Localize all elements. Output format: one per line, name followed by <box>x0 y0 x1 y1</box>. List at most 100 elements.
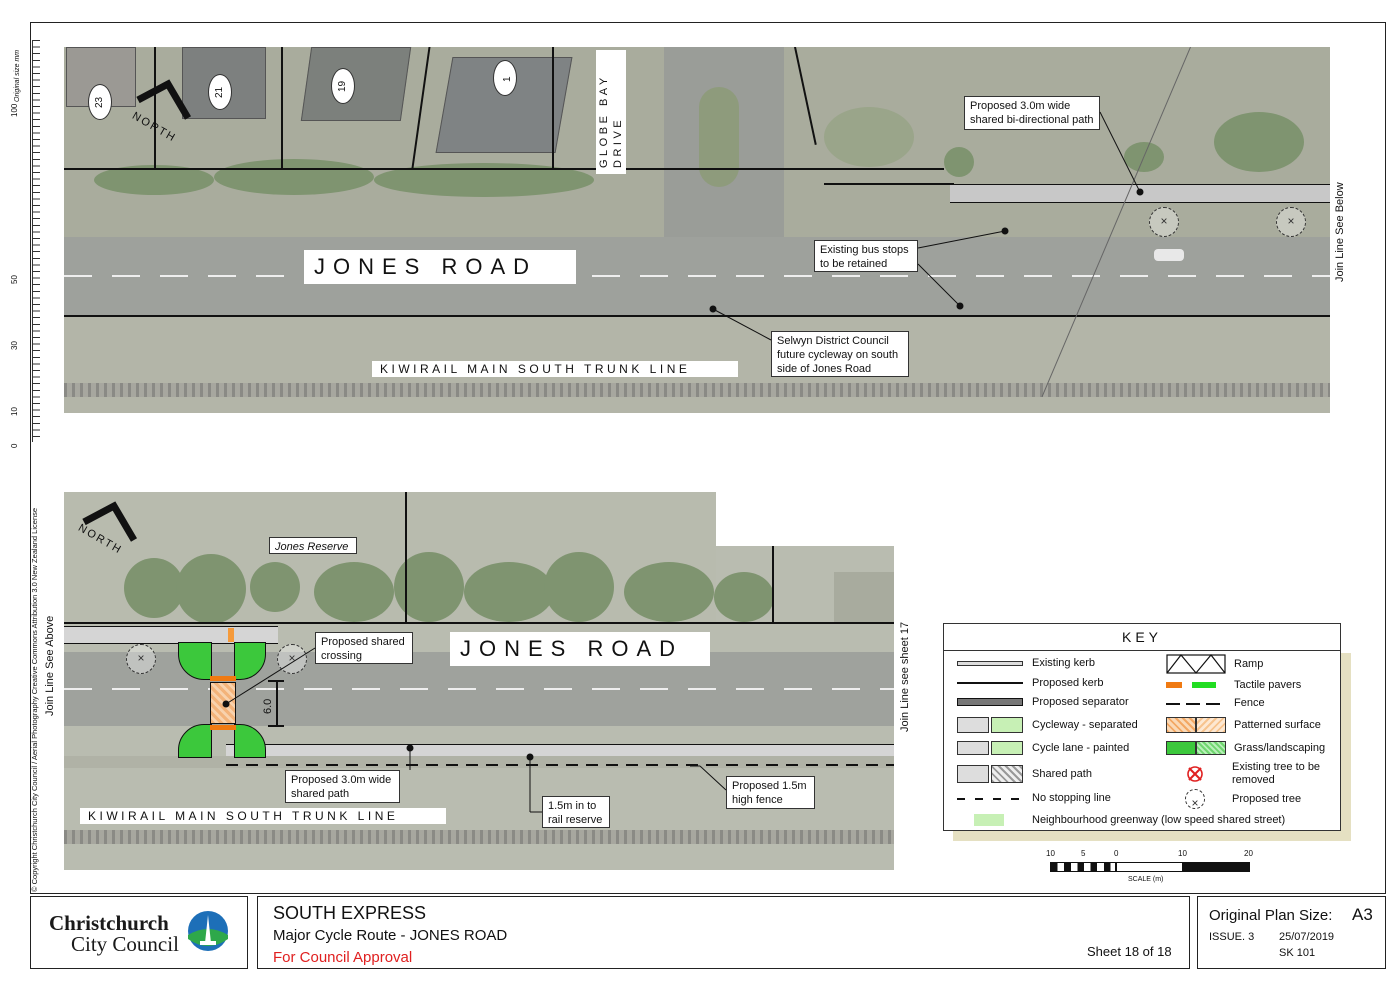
council-logo-icon <box>188 911 228 951</box>
house-number-badge: 1 <box>493 60 517 96</box>
tactile-pavers <box>210 725 236 730</box>
proposed-tree-icon <box>1149 207 1179 237</box>
logo-line2: City Council <box>71 932 179 956</box>
swatch-grass-dotted <box>1196 741 1226 755</box>
project-status: For Council Approval <box>273 949 413 966</box>
key-item: Proposed kerb <box>1032 677 1104 689</box>
drawing-code: SK 101 <box>1279 947 1316 959</box>
key-item: Proposed tree <box>1232 793 1302 805</box>
issue-date: 25/07/2019 <box>1279 931 1335 943</box>
house-number-badge: 19 <box>331 68 355 104</box>
key-item: Tactile pavers <box>1234 679 1302 691</box>
callout-bus-stops: Existing bus stops to be retained <box>814 240 918 272</box>
swatch-fence <box>1166 703 1226 705</box>
north-arrow-icon <box>136 79 192 120</box>
ruler-tick-30: 30 <box>10 341 19 350</box>
patterned-crossing <box>210 682 236 724</box>
swatch-grass-solid <box>1166 741 1196 755</box>
key-item: Shared path <box>1032 768 1092 780</box>
project-title: SOUTH EXPRESS <box>273 903 427 923</box>
callout-rail-reserve: 1.5m in to rail reserve <box>542 796 610 828</box>
dimension-label: 6.0 <box>262 698 274 714</box>
rail-track <box>64 383 1330 397</box>
key-item: Existing kerb <box>1032 657 1095 669</box>
project-block: SOUTH EXPRESS Major Cycle Route - JONES … <box>257 896 1190 969</box>
callout-shared-path-bottom: Proposed 3.0m wide shared path <box>285 770 400 803</box>
key-item: Neighbourhood greenway (low speed shared… <box>1032 814 1286 826</box>
swatch-cycle-lane-green <box>991 741 1023 755</box>
swatch-cycle-lane <box>957 741 989 755</box>
swatch-existing-kerb <box>957 661 1023 666</box>
swatch-shared-path-hatched <box>991 765 1023 783</box>
rail-label-bottom: KIWIRAIL MAIN SOUTH TRUNK LINE <box>80 808 446 824</box>
grass-island <box>178 642 212 680</box>
key-item: Existing tree to be removed <box>1232 761 1321 786</box>
scale-tick: 10 <box>1178 849 1187 858</box>
road-name-bottom: JONES ROAD <box>450 632 710 666</box>
grass-island <box>178 724 212 758</box>
proposed-tree-icon <box>1276 207 1306 237</box>
join-line-top: Join Line See Below <box>1334 182 1346 282</box>
swatch-patterned-orange <box>1166 717 1196 733</box>
join-line-left: Join Line See Above <box>44 615 56 716</box>
issue-number: ISSUE. 3 <box>1209 931 1255 943</box>
top-plan-aerial <box>64 47 1330 413</box>
key-item: Proposed separator <box>1032 696 1129 708</box>
key-item: Cycleway - separated <box>1032 719 1138 731</box>
tactile-pavers <box>210 676 236 681</box>
ruler-tick-100: 100 <box>10 103 19 117</box>
swatch-shared-path <box>957 765 989 783</box>
rail-label-top: KIWIRAIL MAIN SOUTH TRUNK LINE <box>372 361 738 377</box>
key-title: KEY <box>944 624 1340 651</box>
sheet-number: Sheet 18 of 18 <box>1087 944 1172 959</box>
ruler-tick-0: 0 <box>10 443 19 448</box>
house-19 <box>300 47 412 121</box>
rail-track-bottom <box>64 830 894 844</box>
project-subtitle: Major Cycle Route - JONES ROAD <box>273 927 508 944</box>
scale-tick: 10 <box>1046 849 1055 858</box>
side-ruler <box>26 40 40 442</box>
reserve-label: Jones Reserve <box>269 537 357 554</box>
road-name-top: JONES ROAD <box>304 250 576 284</box>
drawing-frame <box>30 22 1386 894</box>
swatch-patterned-light <box>1196 717 1226 733</box>
key-item: Grass/landscaping <box>1234 742 1326 754</box>
swatch-no-stopping <box>957 798 1023 800</box>
ruler-tick-10: 10 <box>10 407 19 416</box>
swatch-cycleway-separated-green <box>991 717 1023 733</box>
scale-label: SCALE (m) <box>1128 876 1164 883</box>
proposed-shared-path <box>950 184 1330 203</box>
scale-tick: 0 <box>1114 849 1119 858</box>
proposed-tree-icon <box>1185 789 1205 810</box>
grass-island <box>234 724 266 758</box>
key-item: Fence <box>1234 697 1265 709</box>
proposed-fence-line <box>226 764 894 766</box>
street-label-globe-bay: GLOBE BAY DRIVE <box>596 50 626 174</box>
key-item: Patterned surface <box>1234 719 1321 731</box>
north-arrow-icon <box>82 501 138 542</box>
logo-line1: Christchurch <box>49 911 169 935</box>
logo-block: Christchurch City Council <box>30 896 248 969</box>
swatch-cycleway-separated <box>957 717 989 733</box>
plan-size-value: A3 <box>1352 905 1373 924</box>
house-number-badge: 21 <box>208 74 232 110</box>
ramp-icon <box>1166 654 1226 674</box>
callout-shared-path: Proposed 3.0m wide shared bi-directional… <box>964 96 1100 130</box>
join-line-right: Join Line see sheet 17 <box>899 621 911 732</box>
swatch-greenway <box>974 814 1004 826</box>
proposed-tree-icon <box>277 644 307 674</box>
scale-bar <box>1050 862 1250 872</box>
house-number-badge: 23 <box>88 84 112 120</box>
ruler-title: Original size mm <box>14 49 21 102</box>
existing-path-north <box>64 626 278 644</box>
scale-tick: 5 <box>1081 849 1086 858</box>
key-item: Ramp <box>1234 658 1264 670</box>
callout-fence: Proposed 1.5m high fence <box>726 776 815 809</box>
swatch-proposed-separator <box>957 698 1023 706</box>
key-item: No stopping line <box>1032 792 1111 804</box>
callout-crossing: Proposed shared crossing <box>315 632 413 664</box>
plan-size-label: Original Plan Size: <box>1209 907 1333 924</box>
swatch-tactile-orange <box>1166 682 1182 688</box>
callout-selwyn: Selwyn District Council future cycleway … <box>771 331 909 377</box>
legend-key: KEY Existing kerb Proposed kerb Proposed… <box>943 623 1341 831</box>
